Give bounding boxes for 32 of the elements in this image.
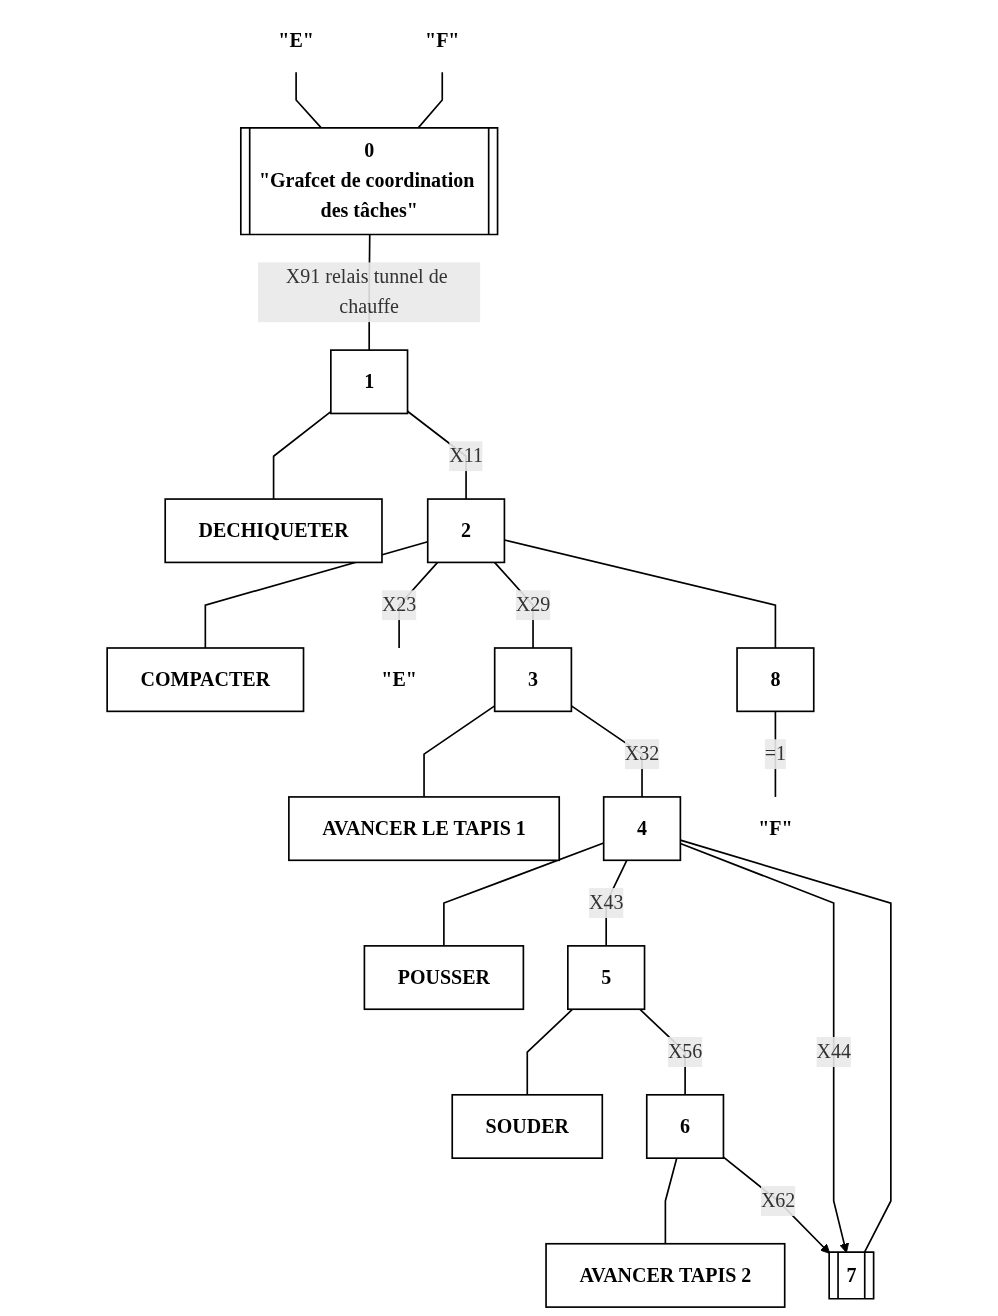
node-box: 1: [330, 349, 409, 415]
node-box: 8: [736, 647, 815, 713]
connector: [526, 1008, 574, 1096]
edge-label: X62: [760, 1189, 796, 1212]
node-box: 4: [602, 796, 682, 862]
edge-label: X44: [816, 1040, 851, 1063]
edge-label: X91 relais tunnel de chauffe: [285, 265, 448, 318]
edge-label: X43: [588, 891, 624, 914]
node-box: AVANCER LE TAPIS 1: [288, 796, 561, 862]
node-box: AVANCER TAPIS 2: [545, 1242, 786, 1308]
node-box: 3: [493, 647, 573, 713]
edge-label: X11: [449, 444, 483, 467]
node-label: "Grafcet de coordination des tâches": [258, 169, 475, 222]
node-box: SOUDER: [451, 1093, 604, 1159]
connector: [664, 1157, 678, 1245]
node-text: "F": [425, 28, 460, 52]
node-text: "E": [278, 28, 314, 52]
edge-label: =1: [764, 742, 787, 765]
edge-label: X23: [381, 593, 417, 616]
node-box: POUSSER: [363, 945, 525, 1011]
edge-label: X32: [624, 742, 660, 765]
node-box: 5: [567, 945, 646, 1011]
edge-label: X56: [667, 1040, 703, 1063]
node-box: DECHIQUETER: [164, 498, 383, 564]
connector: [272, 410, 332, 500]
node-text: "E": [381, 668, 417, 691]
node-box: 2: [426, 498, 506, 564]
node-box: COMPACTER: [106, 647, 305, 713]
arrow: [722, 1156, 831, 1254]
edge-label: X29: [515, 593, 551, 616]
node-text: "F": [758, 816, 793, 840]
node-box: 6: [645, 1093, 725, 1159]
